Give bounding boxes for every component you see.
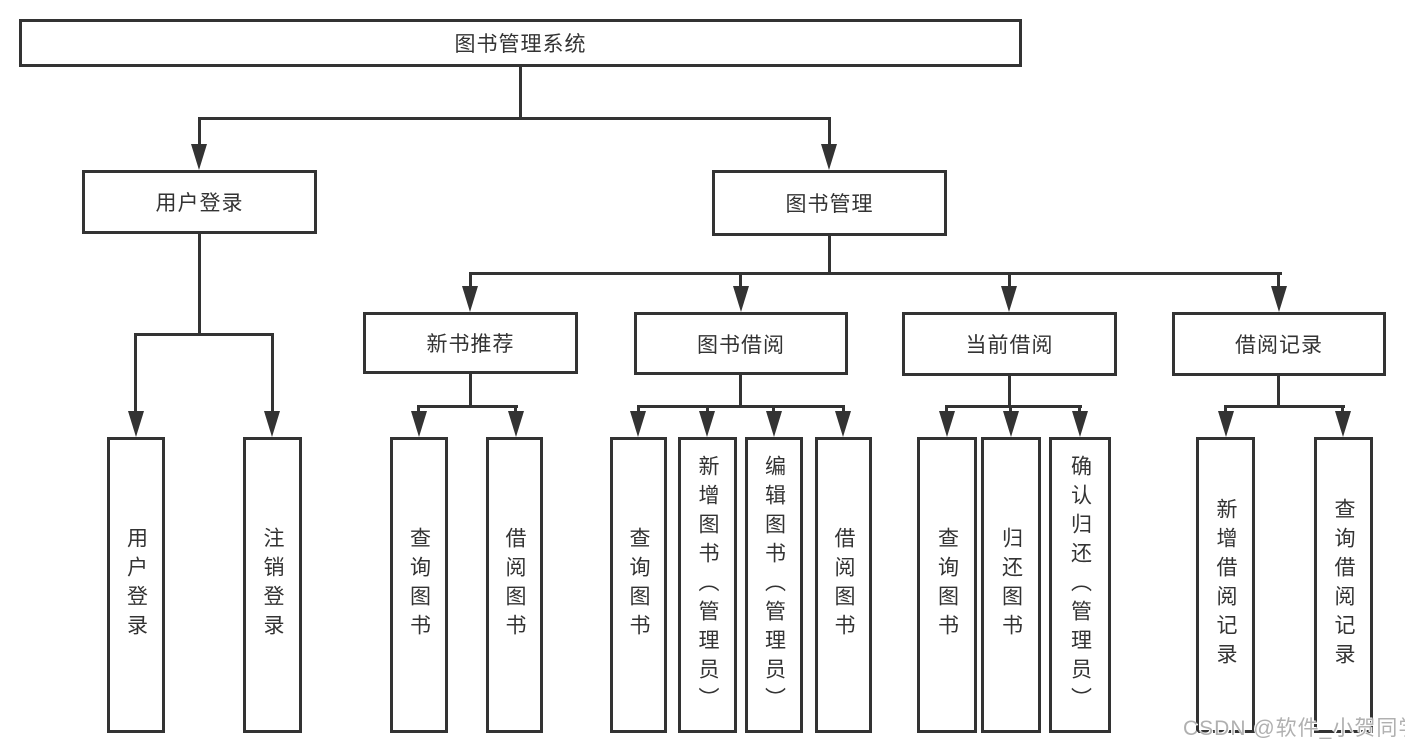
leaf-logout: 注销登录 bbox=[243, 437, 302, 733]
connector-line bbox=[134, 333, 274, 336]
node-new-book-recommend: 新书推荐 bbox=[363, 312, 578, 374]
watermark: CSDN @软件_小贺同学 bbox=[1183, 717, 1405, 740]
arrow-down-icon bbox=[733, 286, 749, 312]
connector-line bbox=[706, 405, 709, 415]
leaf-return-books: 归还图书 bbox=[981, 437, 1041, 733]
connector-line bbox=[1009, 405, 1012, 415]
node-user-login: 用户登录 bbox=[82, 170, 317, 234]
connector-line bbox=[1078, 405, 1081, 415]
leaf-confirm-return-admin: 确认归还（管理员） bbox=[1049, 437, 1111, 733]
connector-line bbox=[637, 405, 845, 408]
connector-line bbox=[198, 117, 201, 149]
arrow-down-icon bbox=[508, 411, 524, 437]
arrow-down-icon bbox=[1072, 411, 1088, 437]
leaf-user-login: 用户登录 bbox=[107, 437, 165, 733]
connector-line bbox=[945, 405, 1082, 408]
connector-line bbox=[828, 234, 831, 275]
connector-line bbox=[637, 405, 640, 415]
connector-line bbox=[417, 405, 518, 408]
connector-line bbox=[739, 272, 742, 290]
leaf-add-books-admin: 新增图书（管理员） bbox=[678, 437, 737, 733]
connector-line bbox=[1008, 372, 1011, 407]
arrow-down-icon bbox=[939, 411, 955, 437]
connector-line bbox=[198, 232, 201, 336]
connector-line bbox=[469, 272, 1282, 275]
connector-line bbox=[134, 333, 137, 415]
arrow-down-icon bbox=[821, 144, 837, 170]
connector-line bbox=[198, 117, 831, 120]
connector-line bbox=[1277, 272, 1280, 290]
arrow-down-icon bbox=[1003, 411, 1019, 437]
connector-line bbox=[469, 372, 472, 407]
arrow-down-icon bbox=[1001, 286, 1017, 312]
connector-line bbox=[1277, 372, 1280, 407]
node-book-borrowing: 图书借阅 bbox=[634, 312, 848, 375]
leaf-query-books-current: 查询图书 bbox=[917, 437, 977, 733]
connector-line bbox=[842, 405, 845, 415]
leaf-query-borrow-record: 查询借阅记录 bbox=[1314, 437, 1373, 733]
arrow-down-icon bbox=[1271, 286, 1287, 312]
connector-line bbox=[1341, 405, 1344, 415]
node-borrowing-records: 借阅记录 bbox=[1172, 312, 1386, 376]
arrow-down-icon bbox=[264, 411, 280, 437]
arrow-down-icon bbox=[766, 411, 782, 437]
arrow-down-icon bbox=[411, 411, 427, 437]
connector-line bbox=[1224, 405, 1345, 408]
node-current-borrowing: 当前借阅 bbox=[902, 312, 1117, 376]
arrow-down-icon bbox=[1335, 411, 1351, 437]
arrow-down-icon bbox=[462, 286, 478, 312]
connector-line bbox=[271, 333, 274, 415]
connector-line bbox=[1008, 272, 1011, 290]
leaf-add-borrow-record: 新增借阅记录 bbox=[1196, 437, 1255, 733]
leaf-borrow-books: 借阅图书 bbox=[815, 437, 872, 733]
connector-line bbox=[417, 405, 420, 415]
arrow-down-icon bbox=[191, 144, 207, 170]
leaf-edit-books-admin: 编辑图书（管理员） bbox=[745, 437, 803, 733]
connector-line bbox=[519, 66, 522, 119]
arrow-down-icon bbox=[835, 411, 851, 437]
leaf-query-books-recommend: 查询图书 bbox=[390, 437, 448, 733]
node-library-management-system: 图书管理系统 bbox=[19, 19, 1022, 67]
node-book-management: 图书管理 bbox=[712, 170, 947, 236]
arrow-down-icon bbox=[1218, 411, 1234, 437]
connector-line bbox=[739, 372, 742, 407]
arrow-down-icon bbox=[128, 411, 144, 437]
leaf-query-books-borrowing: 查询图书 bbox=[610, 437, 667, 733]
connector-line bbox=[514, 405, 517, 415]
connector-line bbox=[469, 272, 472, 290]
leaf-borrow-books-recommend: 借阅图书 bbox=[486, 437, 543, 733]
arrow-down-icon bbox=[699, 411, 715, 437]
arrow-down-icon bbox=[630, 411, 646, 437]
connector-line bbox=[772, 405, 775, 415]
connector-line bbox=[828, 117, 831, 149]
connector-line bbox=[1224, 405, 1227, 415]
connector-line bbox=[945, 405, 948, 415]
